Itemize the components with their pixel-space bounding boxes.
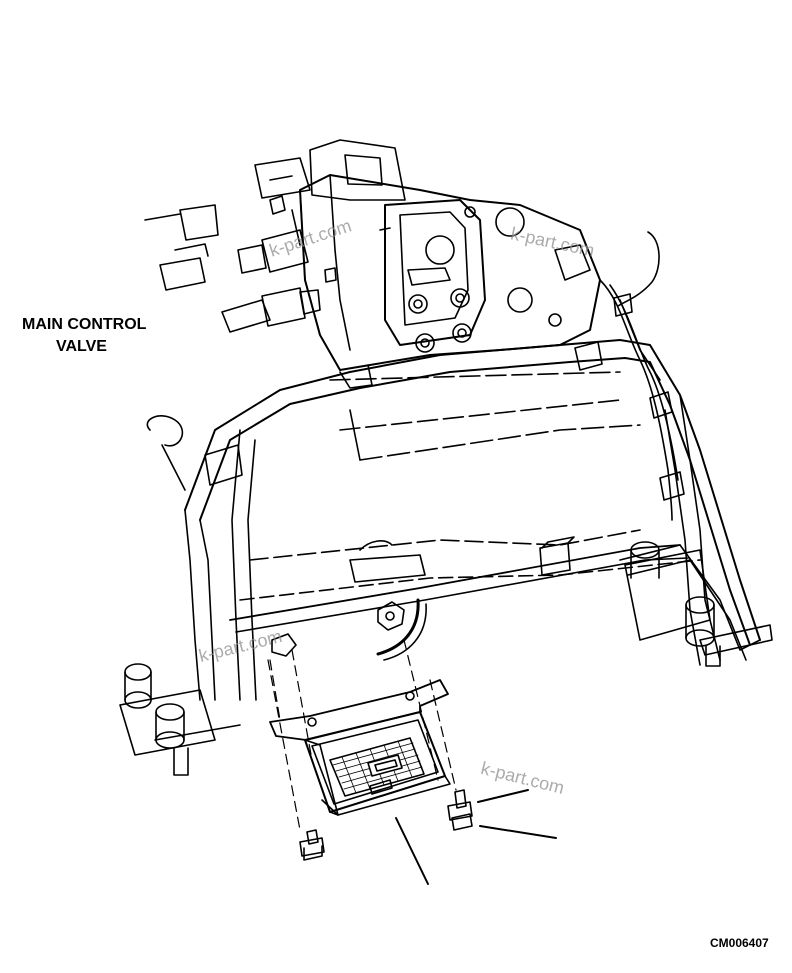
leader-lines (395, 789, 557, 885)
mounting-bolts (124, 541, 721, 776)
main-control-valve (144, 139, 601, 389)
screws (299, 789, 473, 861)
main-control-valve-label-line2: VALVE (56, 338, 107, 355)
main-control-valve-label-line1: MAIN CONTROL (22, 316, 147, 333)
wire-harness (574, 231, 685, 521)
figure-id: CM006407 (710, 936, 769, 950)
explode-lines (267, 639, 457, 831)
frame-structure (119, 339, 773, 756)
controller-module (269, 679, 451, 816)
